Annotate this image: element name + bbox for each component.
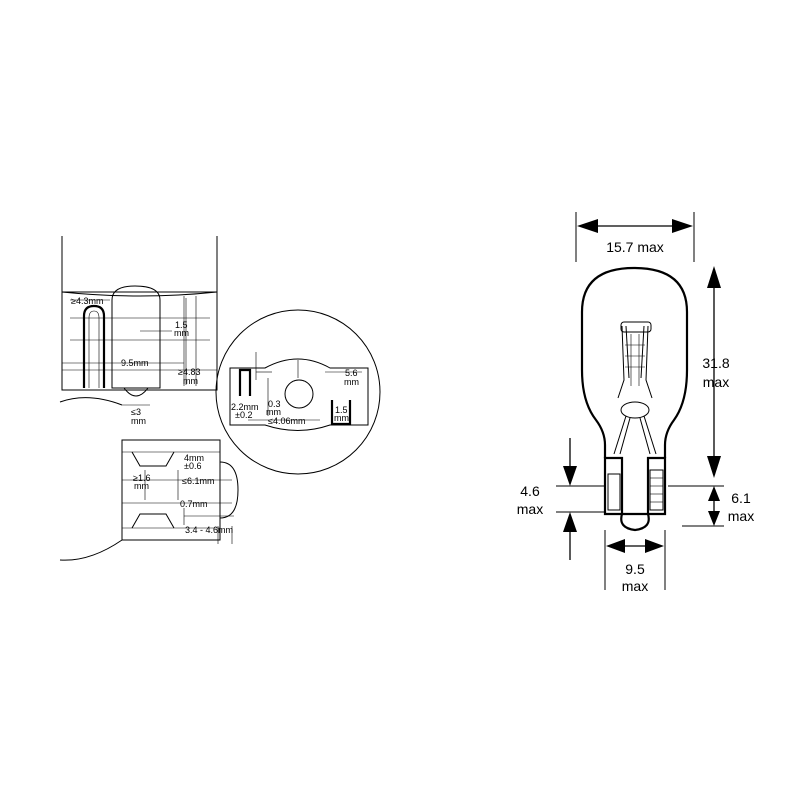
end-dim-2-2-tol: ±0.2 xyxy=(235,410,252,420)
side-dim-3-unit: mm xyxy=(131,416,146,426)
wedge-bulb-view: 15.7 max 31.8 max 4.6 max 6.1 max 9.5 ma… xyxy=(517,212,754,594)
bulb-right-unit: max xyxy=(728,508,754,524)
bottom-dim-1-6-unit: mm xyxy=(134,481,149,491)
end-view-outline xyxy=(215,309,381,475)
bulb-base-right-contact xyxy=(649,469,664,511)
end-view-center-hole xyxy=(284,379,314,409)
bulb-glass-outline xyxy=(580,266,689,458)
bulb-width-label: 15.7 max xyxy=(606,239,664,255)
side-lead-wire xyxy=(82,304,106,388)
end-dim-2-2: 2.2mm xyxy=(231,402,259,412)
bulb-base-left-contact xyxy=(607,473,621,511)
side-dim-3: ≤3 xyxy=(131,407,141,417)
side-dim-4-83-unit: mm xyxy=(183,376,198,386)
bulb-height-unit: max xyxy=(703,374,729,390)
bulb-right-label: 6.1 xyxy=(731,490,751,506)
bottom-dim-6-1: ≤6.1mm xyxy=(182,476,214,486)
side-dim-4-3: ≥4.3mm xyxy=(71,296,103,306)
end-view-left-contact xyxy=(238,368,252,396)
end-view-right-contact xyxy=(330,400,352,426)
side-bulb-outline xyxy=(61,236,218,297)
bulb-left-label: 4.6 xyxy=(520,483,540,499)
end-view-circle: 2.2mm ±0.2 0.3 mm ≤4.06mm 5.6 mm 1.5 mm xyxy=(215,309,381,475)
bottom-bulb-outline xyxy=(59,397,123,561)
side-dim-9-5: 9.5mm xyxy=(121,358,149,368)
side-dim-4-83: ≥4.83 xyxy=(178,367,200,377)
bottom-base-end-cap xyxy=(219,461,239,519)
side-dim-1-5-unit: mm xyxy=(174,328,189,338)
bottom-dim-1-6: ≥1.6 xyxy=(133,473,150,483)
end-dim-4-06: ≤4.06mm xyxy=(268,416,305,426)
bulb-left-unit: max xyxy=(517,501,543,517)
end-dim-5-6: 5.6 xyxy=(345,368,358,378)
bulb-height-label: 31.8 xyxy=(702,355,729,371)
end-dim-0-3: 0.3 xyxy=(268,399,281,409)
end-dim-1-5-unit: mm xyxy=(334,413,349,423)
bulb-filament xyxy=(613,321,657,455)
bottom-dim-range: 3.4 - 4.6mm xyxy=(185,525,233,535)
end-dim-0-3-unit: mm xyxy=(266,407,281,417)
end-dim-1-5: 1.5 xyxy=(335,405,348,415)
bulb-base xyxy=(603,456,667,532)
bulb-base-unit: max xyxy=(622,578,648,594)
end-dim-5-6-unit: mm xyxy=(344,377,359,387)
side-lead-wire-inner xyxy=(88,310,100,388)
end-view-base-profile xyxy=(229,358,369,431)
side-dim-1-5: 1.5 xyxy=(175,320,188,330)
bottom-detail-view: 4mm ±0.6 ≥1.6 mm ≤6.1mm 0.7mm 3.4 - 4.6m… xyxy=(59,397,239,561)
bulb-base-label: 9.5 xyxy=(625,561,645,577)
bottom-dim-4: 4mm xyxy=(184,453,204,463)
side-base-body xyxy=(61,291,218,391)
side-detail-view: ≥4.3mm 1.5 mm 9.5mm ≥4.83 mm ≤3 mm xyxy=(61,236,218,426)
bottom-dim-0-7: 0.7mm xyxy=(180,499,208,509)
side-base-center-bulge xyxy=(111,285,161,389)
bottom-dim-4-tol: ±0.6 xyxy=(184,461,201,471)
